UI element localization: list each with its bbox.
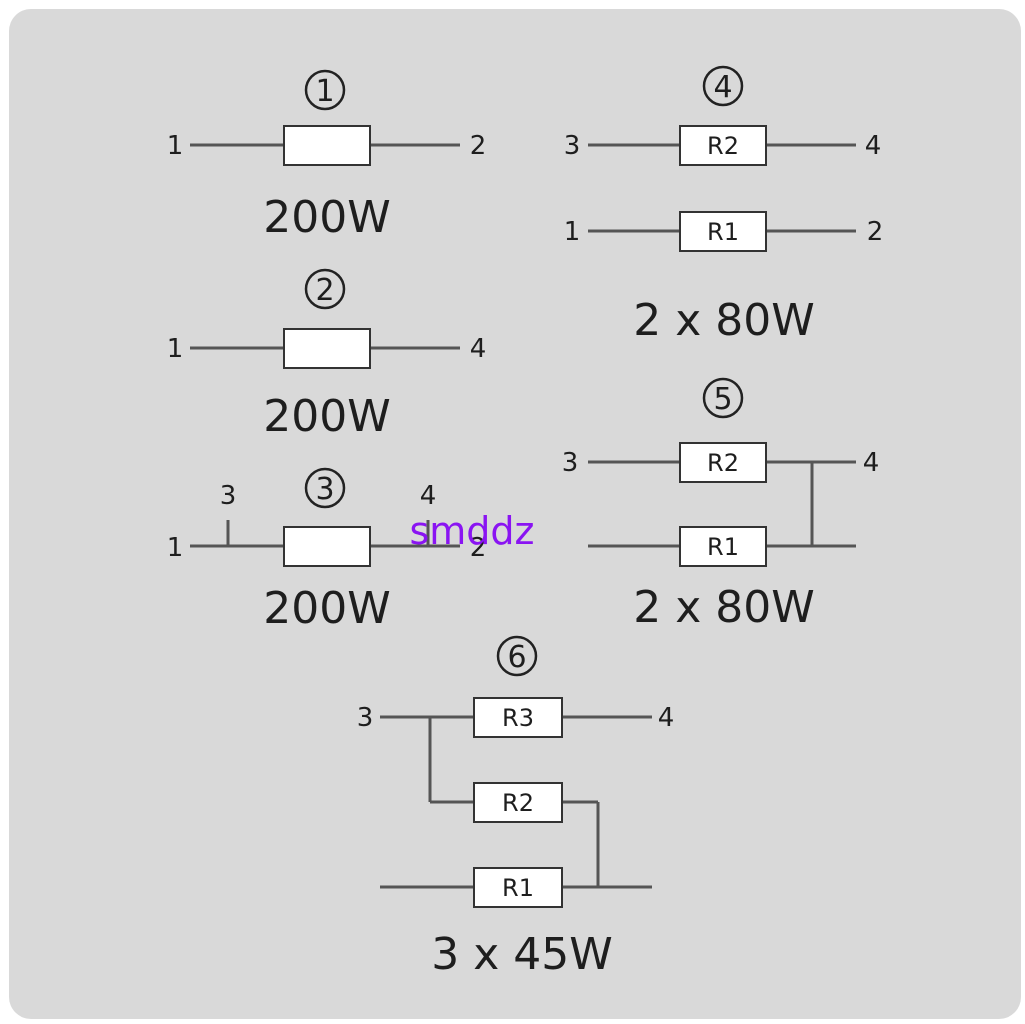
d5-terminal-right: 4 bbox=[863, 448, 880, 478]
d1-number: 1 bbox=[315, 74, 334, 109]
d3-terminal-tap-right: 4 bbox=[420, 481, 437, 511]
d2-number-circle bbox=[304, 268, 346, 310]
d4-number-circle bbox=[702, 65, 744, 107]
d5-resistor-r2-label: R2 bbox=[707, 449, 739, 477]
d4-resistor-r1 bbox=[679, 211, 767, 252]
d2-power-rating: 200W bbox=[263, 391, 391, 442]
d4-power-rating: 2 x 80W bbox=[633, 295, 815, 346]
d1-terminal-left: 1 bbox=[167, 131, 184, 161]
d4-terminal-r1-left: 1 bbox=[564, 217, 581, 247]
d3-terminal-left: 1 bbox=[167, 533, 184, 563]
d6-terminal-right: 4 bbox=[658, 703, 675, 733]
d6-resistor-r2 bbox=[473, 782, 563, 823]
diagram-card bbox=[9, 9, 1021, 1019]
d3-power-rating: 200W bbox=[263, 583, 391, 634]
d5-power-rating: 2 x 80W bbox=[633, 582, 815, 633]
d6-terminal-left: 3 bbox=[357, 703, 374, 733]
d4-resistor-r2 bbox=[679, 125, 767, 166]
d6-resistor-r3 bbox=[473, 697, 563, 738]
d5-terminal-left: 3 bbox=[562, 448, 579, 478]
d2-terminal-right: 4 bbox=[470, 334, 487, 364]
d6-resistor-r1-label: R1 bbox=[502, 874, 534, 902]
d3-resistor bbox=[283, 526, 371, 567]
d4-resistor-r2-label: R2 bbox=[707, 132, 739, 160]
d4-number: 4 bbox=[713, 70, 732, 105]
d3-number: 3 bbox=[315, 472, 334, 507]
d6-power-rating: 3 x 45W bbox=[431, 929, 613, 980]
d3-number-circle bbox=[304, 467, 346, 509]
d2-number: 2 bbox=[315, 273, 334, 308]
d4-terminal-r1-right: 2 bbox=[867, 217, 884, 247]
d6-number: 6 bbox=[507, 640, 526, 675]
d5-resistor-r2 bbox=[679, 442, 767, 483]
d4-terminal-r2-right: 4 bbox=[865, 131, 882, 161]
d1-power-rating: 200W bbox=[263, 192, 391, 243]
d2-terminal-left: 1 bbox=[167, 334, 184, 364]
d5-resistor-r1-label: R1 bbox=[707, 533, 739, 561]
d1-number-circle bbox=[304, 69, 346, 111]
d6-resistor-r1 bbox=[473, 867, 563, 908]
d1-resistor bbox=[283, 125, 371, 166]
watermark: smddz bbox=[409, 509, 534, 553]
d6-resistor-r3-label: R3 bbox=[502, 704, 534, 732]
d1-terminal-right: 2 bbox=[470, 131, 487, 161]
d4-resistor-r1-label: R1 bbox=[707, 218, 739, 246]
d6-number-circle bbox=[496, 635, 538, 677]
d5-resistor-r1 bbox=[679, 526, 767, 567]
d5-number: 5 bbox=[713, 382, 732, 417]
d2-resistor bbox=[283, 328, 371, 369]
d4-terminal-r2-left: 3 bbox=[564, 131, 581, 161]
d3-terminal-right: 2 bbox=[470, 533, 487, 563]
d5-number-circle bbox=[702, 377, 744, 419]
d3-terminal-tap-left: 3 bbox=[220, 481, 237, 511]
d6-resistor-r2-label: R2 bbox=[502, 789, 534, 817]
